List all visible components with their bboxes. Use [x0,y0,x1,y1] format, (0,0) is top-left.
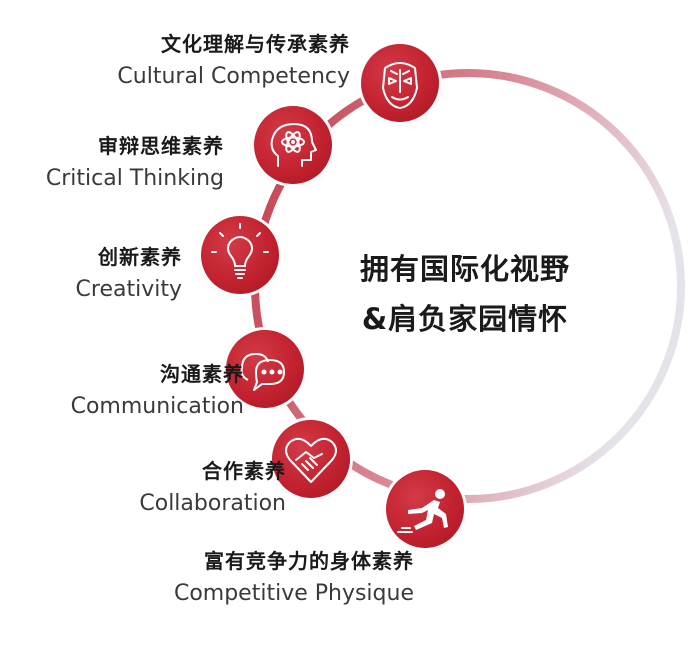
label-en: Critical Thinking [45,166,224,191]
node-critical-thinking [254,106,332,184]
label-zh: 审辩思维素养 [98,134,224,158]
label-en: Cultural Competency [117,64,350,89]
lightbulb-icon [211,223,269,279]
label-zh: 创新素养 [98,245,182,269]
center-title-line1: 拥有国际化视野 [359,252,570,286]
label-zh: 合作素养 [202,459,286,483]
label-zh: 文化理解与传承素养 [161,32,350,56]
center-title-line2: &肩负家园情怀 [361,302,569,336]
label-en: Creativity [75,277,182,302]
label-en: Competitive Physique [173,581,414,606]
node-creativity [201,216,279,294]
label-en: Collaboration [139,491,286,516]
label-zh: 富有竞争力的身体素养 [204,549,414,573]
sprinter-icon [397,489,448,533]
brain-atom-icon [270,123,317,167]
heart-handshake-icon [285,437,337,483]
node-competitive-physique [386,470,464,548]
opera-mask-icon [382,62,418,109]
label-en: Communication [70,394,244,419]
node-communication [226,330,304,408]
node-cultural-competency [361,44,439,122]
speech-bubbles-icon [240,353,285,391]
node-collaboration [272,420,350,498]
label-zh: 沟通素养 [160,362,244,386]
